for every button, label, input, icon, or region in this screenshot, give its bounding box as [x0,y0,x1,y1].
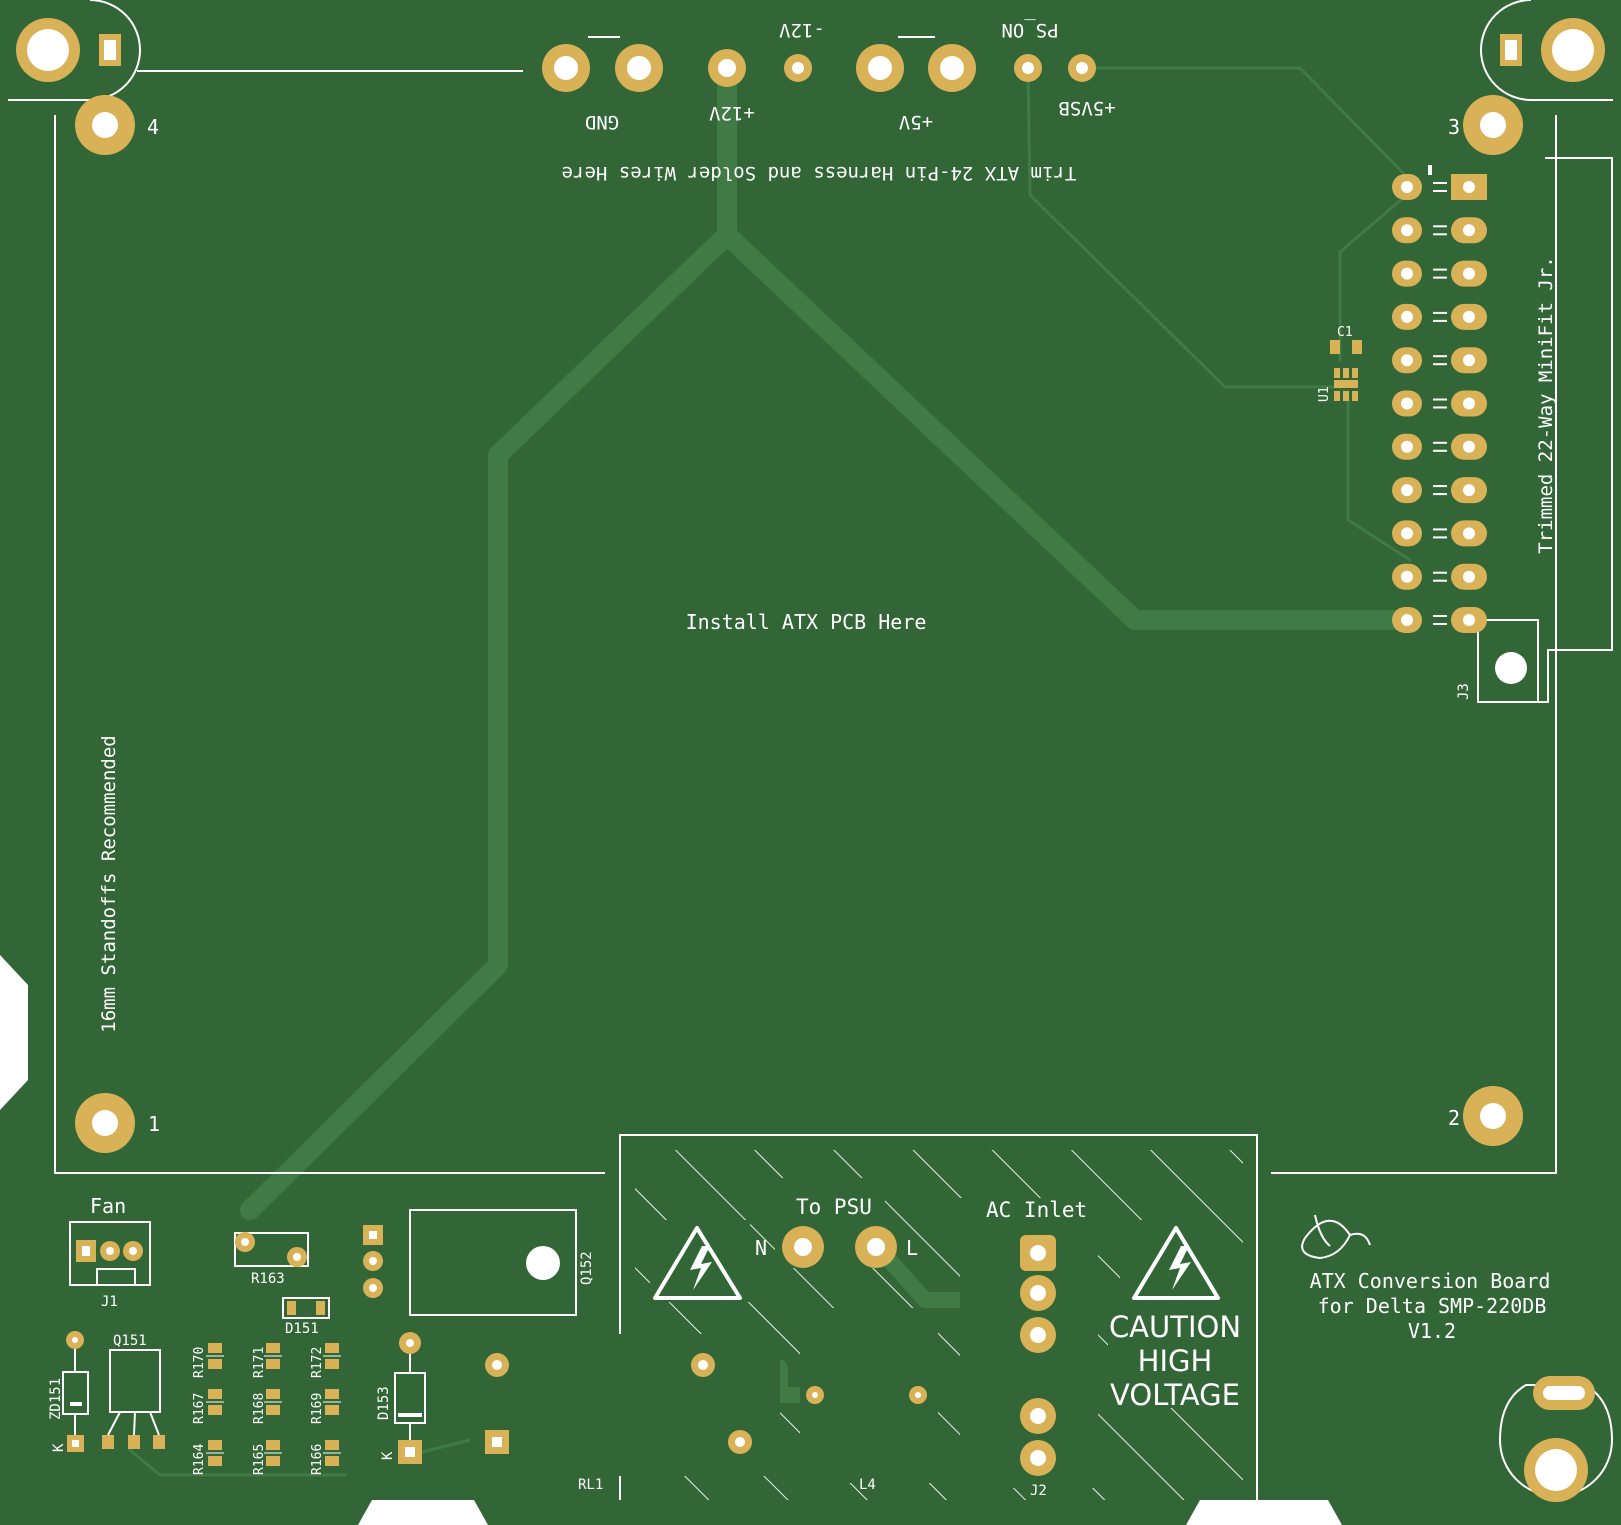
refdes-r171: R171 [252,1347,267,1378]
label-ac-inlet: AC Inlet [986,1198,1087,1222]
hole-number-4: 4 [147,115,159,139]
standoff-holes [75,95,1523,1153]
refdes-j2: J2 [1030,1483,1047,1499]
label-live: L [906,1236,918,1260]
hole-number-3: 3 [1448,115,1460,139]
j3-pad-row [1392,174,1487,200]
j3-pad-row [1392,217,1487,244]
smd-resistor [323,1343,341,1369]
refdes-q152: Q152 [579,1251,595,1285]
harness-note: Trim ATX 24-Pin Harness and Solder Wires… [562,162,1077,184]
j3-pad-row [1392,477,1487,504]
refdes-q151: Q151 [113,1333,147,1349]
label-gnd: GND [585,111,619,133]
high-voltage-warning-icon [1132,1226,1220,1300]
refdes-r165: R165 [252,1444,267,1475]
board-version: V1.2 [1408,1319,1456,1343]
refdes-j1: J1 [101,1294,118,1310]
silkscreen-outlines [8,0,1614,1500]
smd-resistor [264,1389,282,1415]
refdes-r168: R168 [252,1393,267,1424]
caution-line-1: CAUTION [1109,1310,1241,1344]
standoff-note: 16mm Standoffs Recommended [98,735,120,1032]
refdes-r163: R163 [251,1271,285,1287]
harness-solder-pads [542,44,1096,92]
smd-resistor [323,1389,341,1415]
hole-number-2: 2 [1448,1106,1460,1130]
high-voltage-zone [470,1150,1248,1500]
c1-u1-footprint [1330,340,1362,401]
connector-j3-pads [1392,174,1487,633]
silkscreen-text: GND +12V -12V +5V PS_ON +5VSB Trim ATX 2… [48,19,1557,1499]
mounting-holes [16,18,1605,1502]
label-plus5vsb: +5VSB [1058,97,1115,119]
bottom-notch-left [358,1500,488,1525]
j3-pad-row [1392,347,1487,374]
refdes-r172: R172 [310,1347,325,1378]
refdes-c1: C1 [1337,325,1353,340]
j3-pad-row [1392,303,1487,330]
j3-pad-row [1392,433,1487,460]
board-title-line-1: ATX Conversion Board [1310,1269,1551,1293]
refdes-d151: D151 [285,1321,319,1337]
smd-resistor-pads [206,1343,341,1466]
label-to-psu: To PSU [796,1195,872,1219]
install-note: Install ATX PCB Here [686,610,927,634]
refdes-j3: J3 [1456,683,1472,700]
smd-resistor [323,1440,341,1466]
refdes-r164: R164 [192,1444,207,1475]
refdes-k-zd151: K [51,1443,67,1452]
refdes-rl1: RL1 [578,1477,603,1493]
label-plus12v: +12V [709,102,755,124]
label-neutral: N [755,1236,767,1260]
bottom-notch-right [1186,1500,1342,1525]
caution-line-2: HIGH [1138,1344,1213,1378]
refdes-k-d153: K [380,1451,396,1460]
j3-pad-row [1392,260,1487,287]
refdes-l4: L4 [859,1477,876,1493]
connector-note: Trimmed 22-Way MiniFit Jr. [1535,256,1557,553]
label-fan: Fan [90,1194,126,1218]
j3-pad-row [1392,607,1487,633]
refdes-r167: R167 [192,1393,207,1424]
smd-resistor [206,1440,224,1466]
hole-number-1: 1 [148,1112,160,1136]
label-plus5v: +5V [899,111,933,133]
refdes-d153: D153 [376,1386,392,1420]
refdes-r166: R166 [310,1444,325,1475]
j3-pad-row [1392,390,1487,417]
smd-resistor [264,1343,282,1369]
caution-line-3: VOLTAGE [1110,1378,1240,1412]
j3-pad-row [1392,563,1487,590]
refdes-zd151: ZD151 [48,1378,64,1420]
board-title-line-2: for Delta SMP-220DB [1318,1294,1547,1318]
refdes-u1: U1 [1317,386,1332,402]
high-voltage-warning-icon [653,1226,742,1300]
component-pads [66,1225,1056,1476]
j3-pad-row [1392,520,1487,547]
smd-resistor [264,1440,282,1466]
smd-resistor [206,1343,224,1369]
label-minus12v: -12V [779,19,825,41]
refdes-r170: R170 [192,1347,207,1378]
refdes-r169: R169 [310,1393,325,1424]
label-ps-on: PS_ON [1001,19,1058,41]
smd-resistor [206,1389,224,1415]
